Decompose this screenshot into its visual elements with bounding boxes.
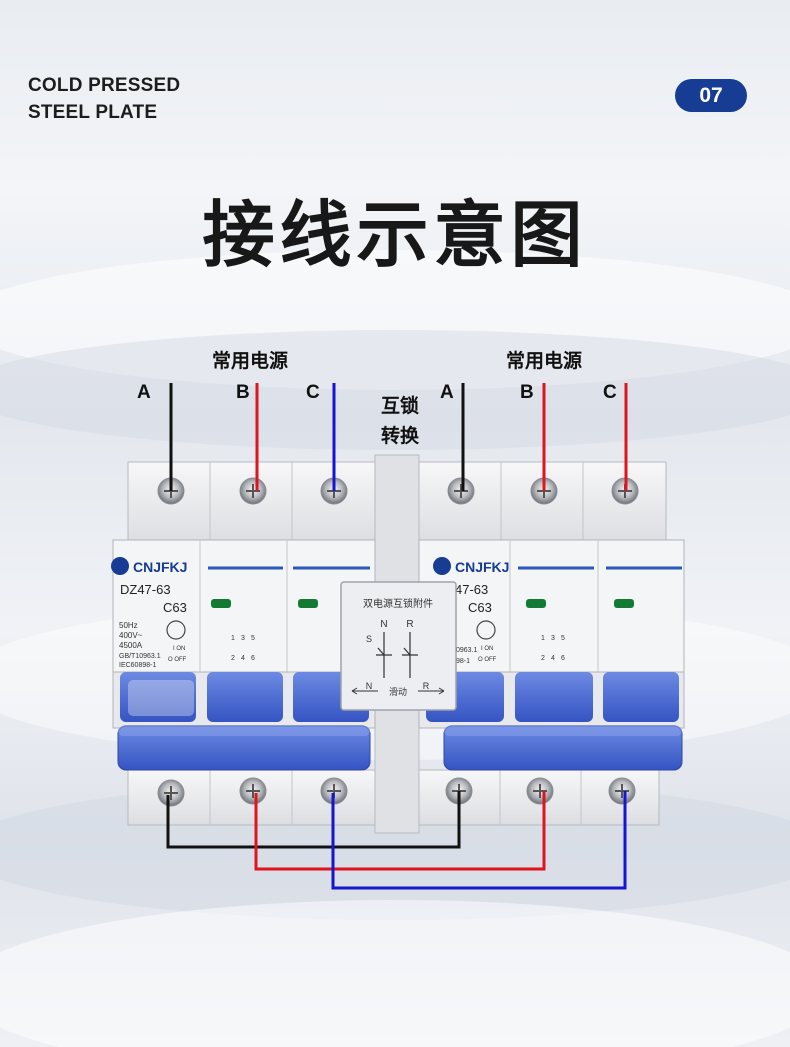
phase-label-left-a: A bbox=[137, 382, 151, 403]
header-line-1: COLD PRESSED bbox=[28, 75, 181, 96]
on-label-left: I ON bbox=[173, 646, 185, 652]
indicator-right-3 bbox=[614, 599, 634, 608]
rating-text-right: C63 bbox=[468, 600, 492, 615]
page-number-badge: 07 bbox=[675, 79, 747, 112]
toggle-pole-left-2[interactable] bbox=[207, 672, 283, 722]
terminal-top-1-right: 1 bbox=[541, 635, 545, 642]
interlock-label-line-2: 转换 bbox=[380, 425, 419, 447]
header-line-2: STEEL PLATE bbox=[28, 102, 158, 123]
screw-bottom-6 bbox=[608, 777, 636, 805]
supply-left-label: 常用电源 bbox=[212, 350, 289, 372]
spec-left-3: GB/T10963.1 bbox=[119, 653, 161, 660]
toggle-pole-left-1[interactable] bbox=[120, 672, 196, 722]
interlock-plate-s: S bbox=[366, 634, 372, 644]
terminal-bottom-6-right: 6 bbox=[561, 655, 565, 662]
interlock-plate-title: 双电源互锁附件 bbox=[363, 597, 433, 610]
terminal-bottom-2: 2 bbox=[231, 655, 235, 662]
rating-text-left: C63 bbox=[163, 600, 187, 615]
on-label-right: I ON bbox=[481, 646, 493, 652]
screw-top-4 bbox=[447, 477, 475, 505]
phase-label-right-a: A bbox=[440, 382, 454, 403]
interlock-label-line-1: 互锁 bbox=[380, 395, 419, 417]
phase-label-right-b: B bbox=[520, 382, 534, 403]
breaker-left-front bbox=[112, 539, 376, 676]
model-text-right: 47-63 bbox=[455, 582, 488, 597]
brand-text-right: CNJFKJ bbox=[455, 559, 509, 575]
bridge-wire-c bbox=[331, 791, 627, 890]
brand-text-left: CNJFKJ bbox=[133, 559, 187, 575]
off-label-right: O OFF bbox=[478, 657, 497, 663]
indicator-left-2 bbox=[211, 599, 231, 608]
interlock-plate: 双电源互锁附件 N R S N R 滑动 bbox=[340, 581, 457, 711]
phase-label-left-b: B bbox=[236, 382, 250, 403]
screw-bottom-2 bbox=[239, 777, 267, 805]
interlock-plate-slide: 滑动 bbox=[389, 687, 407, 698]
interlock-plate-r-bottom: R bbox=[423, 681, 430, 691]
interlock-plate-n-top: N bbox=[380, 619, 387, 630]
breaker-right-front bbox=[418, 539, 685, 676]
brand-logo-right bbox=[433, 557, 451, 575]
screw-bottom-5 bbox=[526, 777, 554, 805]
terminal-bottom-4: 4 bbox=[241, 655, 245, 662]
off-label-left: O OFF bbox=[168, 657, 187, 663]
screw-bottom-1 bbox=[157, 779, 185, 807]
terminal-top-3-right: 3 bbox=[551, 635, 555, 642]
brand-logo-left bbox=[111, 557, 129, 575]
interlock-label: 互锁 转换 bbox=[370, 391, 430, 451]
spec-left-0: 50Hz bbox=[119, 621, 138, 630]
spec-left-4: IEC60898-1 bbox=[119, 662, 156, 669]
spec-right-0: 0963.1 bbox=[456, 647, 478, 654]
spec-right-1: 98-1 bbox=[456, 658, 470, 665]
model-text-left: DZ47-63 bbox=[120, 582, 171, 597]
spec-left-2: 4500A bbox=[119, 641, 143, 650]
ccc-mark-right bbox=[476, 620, 496, 640]
interlock-plate-switch-symbol bbox=[376, 632, 418, 678]
terminal-top-5-right: 5 bbox=[561, 635, 565, 642]
bridge-wire-a bbox=[166, 791, 461, 849]
indicator-right-2 bbox=[526, 599, 546, 608]
phase-label-left-c: C bbox=[306, 382, 320, 403]
terminal-top-1: 1 bbox=[231, 635, 235, 642]
interlock-plate-r-top: R bbox=[406, 619, 413, 630]
toggle-pole-right-3[interactable] bbox=[603, 672, 679, 722]
page-title: 接线示意图 bbox=[202, 193, 588, 277]
bridge-wire-b bbox=[254, 791, 546, 871]
screw-top-2 bbox=[239, 477, 267, 505]
supply-right-label: 常用电源 bbox=[506, 350, 583, 372]
terminal-bottom-2-right: 2 bbox=[541, 655, 545, 662]
terminal-top-5: 5 bbox=[251, 635, 255, 642]
interlock-plate-arrows bbox=[351, 687, 445, 695]
terminal-bottom-6: 6 bbox=[251, 655, 255, 662]
interlock-plate-n-bottom: N bbox=[366, 681, 373, 691]
spec-left-1: 400V~ bbox=[119, 631, 143, 640]
phase-label-right-c: C bbox=[603, 382, 617, 403]
indicator-left-3 bbox=[298, 599, 318, 608]
ccc-mark-left bbox=[166, 620, 186, 640]
toggle-pole-right-2[interactable] bbox=[515, 672, 593, 722]
breaker-right: CNJFKJ 47-63 C63 0963.1 98-1 I ON O OFF … bbox=[418, 461, 685, 826]
header-caption: COLD PRESSED STEEL PLATE bbox=[28, 72, 180, 126]
terminal-bottom-4-right: 4 bbox=[551, 655, 555, 662]
bottom-terminal-screws bbox=[157, 777, 636, 807]
terminal-top-3: 3 bbox=[241, 635, 245, 642]
breaker-left: CNJFKJ DZ47-63 C63 50Hz 400V~ 4500A GB/T… bbox=[111, 461, 376, 826]
